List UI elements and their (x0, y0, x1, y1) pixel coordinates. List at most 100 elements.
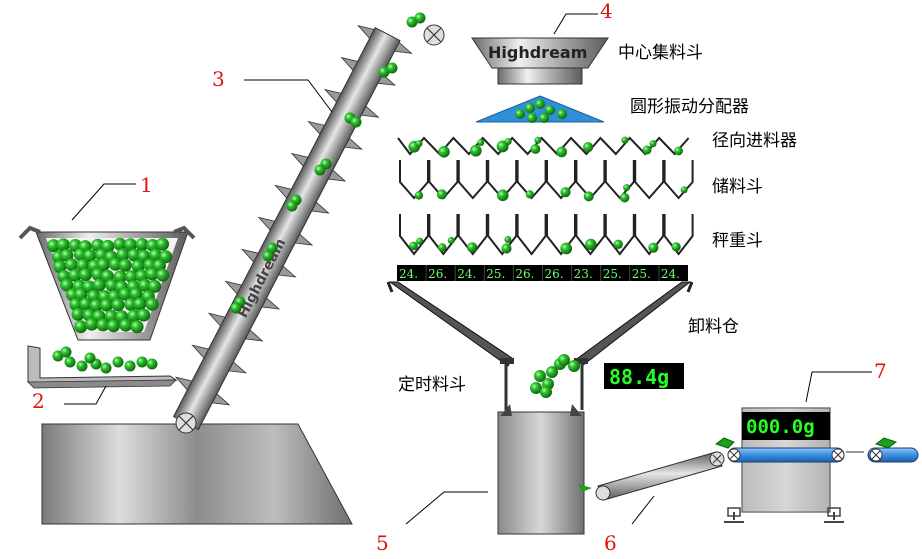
combined-weight-display (604, 363, 684, 389)
product-ball (546, 366, 558, 378)
product-ball (73, 248, 87, 262)
product-ball (515, 109, 525, 119)
product-ball (112, 356, 124, 368)
product-ball (78, 268, 92, 282)
product-ball (92, 278, 106, 292)
product-ball (621, 136, 629, 144)
product-ball (416, 237, 424, 245)
weigh-value: 26. (428, 267, 447, 281)
product-ball (127, 248, 141, 262)
weigh-value: 24. (399, 267, 418, 281)
callout-5: 5 (376, 531, 389, 555)
product-ball (545, 105, 555, 115)
product-ball (583, 142, 594, 153)
incline-conveyor: Highdream (172, 12, 445, 434)
timing-hopper (497, 404, 585, 535)
product-ball (46, 239, 60, 253)
product-ball (447, 236, 455, 244)
product-ball (534, 370, 546, 382)
product-ball (137, 308, 151, 322)
product-ball (414, 191, 424, 200)
storage-hopper (546, 160, 576, 200)
product-ball (649, 140, 657, 148)
product-ball (642, 145, 652, 155)
hopper-rows (397, 136, 694, 256)
product-ball (560, 242, 573, 255)
product-ball (415, 140, 423, 148)
product-ball (530, 382, 542, 394)
label-timing-hopper: 定时料斗 (398, 375, 466, 395)
callout-6: 6 (604, 531, 617, 555)
weigh-hopper (487, 214, 518, 256)
weigh-hopper (604, 214, 635, 256)
label-discharge-chute: 卸料仓 (688, 317, 739, 337)
product-ball (111, 298, 125, 312)
product-ball (145, 297, 159, 311)
checkweigher-display (742, 412, 830, 440)
product-ball (504, 236, 512, 244)
product-ball (504, 138, 512, 146)
product-ball (477, 139, 485, 147)
product-ball (568, 360, 580, 372)
combined-weight-value: 88.4g (609, 365, 669, 389)
product-ball (119, 318, 133, 332)
product-ball (648, 242, 659, 253)
callout-4: 4 (600, 0, 613, 23)
product-ball (100, 298, 114, 312)
storage-hopper (604, 160, 635, 200)
product-ball (124, 360, 136, 372)
product-ball (97, 258, 111, 272)
product-ball (113, 270, 127, 284)
product-ball (68, 268, 82, 282)
product-ball (558, 354, 570, 366)
product-on-conveyor (230, 12, 426, 314)
central-hopper: Highdream (471, 37, 609, 85)
label-storage-hopper: 储料斗 (712, 177, 763, 197)
product-ball (96, 318, 110, 332)
product-ball (127, 309, 141, 323)
product-ball (530, 144, 541, 154)
product-ball (113, 237, 127, 251)
product-on-distributor (515, 99, 567, 123)
leader-lines (64, 13, 872, 525)
product-ball (60, 346, 72, 358)
product-ball (79, 297, 93, 311)
weigh-value: 25. (486, 267, 505, 281)
product-ball (469, 144, 482, 157)
machine-base (41, 423, 353, 525)
product-ball (123, 238, 137, 252)
product-ball (262, 250, 274, 262)
product-ball (130, 320, 144, 334)
product-ball (535, 99, 545, 109)
product-ball (386, 62, 398, 74)
product-ball (525, 190, 534, 199)
weigh-hopper (634, 214, 665, 256)
storage-hopper (457, 160, 488, 200)
check-weigher: 000.0g (714, 407, 919, 523)
product-ball (131, 259, 145, 273)
product-ball (69, 297, 83, 311)
weigh-readout-dividers (425, 265, 660, 281)
product-ball (89, 298, 103, 312)
weigh-hopper (428, 214, 459, 256)
product-ball (71, 307, 85, 321)
product-ball (230, 302, 242, 314)
weigh-hopper (457, 214, 488, 256)
product-ball (133, 297, 147, 311)
product-ball (557, 109, 567, 119)
weigh-hopper (399, 214, 429, 256)
product-ball (76, 360, 88, 372)
product-ball (527, 113, 537, 123)
product-ball (414, 12, 426, 24)
output-conveyor (578, 451, 725, 501)
callout-3: 3 (212, 67, 225, 91)
weigh-value: 25. (632, 267, 651, 281)
weigh-hopper (663, 214, 694, 256)
product-ball (286, 200, 298, 212)
product-ball (83, 249, 97, 263)
product-ball (146, 358, 158, 370)
weigh-value: 26. (515, 267, 534, 281)
falling-product (530, 354, 580, 398)
product-ball (409, 241, 418, 251)
product-ball (64, 356, 76, 368)
